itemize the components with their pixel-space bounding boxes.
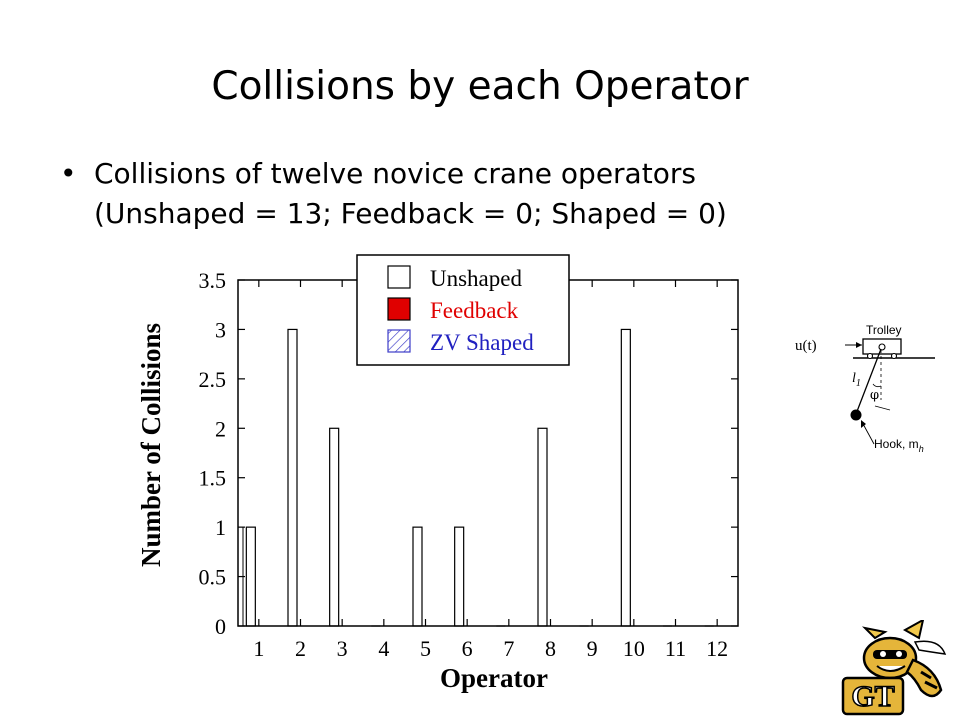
bar-unshaped <box>620 328 631 627</box>
slide-title: Collisions by each Operator <box>211 64 749 109</box>
y-tick-label: 2.5 <box>199 367 227 392</box>
bar-unshaped <box>537 427 548 627</box>
y-tick-label: 3.5 <box>199 268 227 293</box>
chart-legend: Unshaped Feedback ZV Shaped <box>356 254 570 366</box>
x-tick-label: 12 <box>706 636 728 661</box>
y-axis-label: Number of Collisions <box>136 323 166 567</box>
y-axis-ticks: 0 0.5 1 1.5 2 2.5 3 3.5 <box>199 268 738 639</box>
y-tick-label: 3 <box>215 317 226 342</box>
legend-label-feedback: Feedback <box>430 298 519 323</box>
x-tick-label: 3 <box>337 636 348 661</box>
bullet-line-1: Collisions of twelve novice crane operat… <box>94 157 696 190</box>
legend-swatch-feedback <box>387 297 411 321</box>
x-tick-label: 4 <box>378 636 389 661</box>
y-tick-label: 0.5 <box>199 565 227 590</box>
x-tick-label: 6 <box>462 636 473 661</box>
hook-arrowhead-icon <box>861 420 866 428</box>
x-tick-label: 11 <box>665 636 686 661</box>
x-tick-label: 2 <box>295 636 306 661</box>
angle-arc <box>872 383 882 388</box>
angle-arrow-icon <box>874 405 891 411</box>
y-tick-label: 2 <box>215 416 226 441</box>
legend-label-unshaped: Unshaped <box>430 266 522 291</box>
bar-unshaped <box>329 427 340 627</box>
bar-unshaped <box>454 526 465 627</box>
bar-unshaped <box>412 526 423 627</box>
hook-mass-icon <box>850 409 862 421</box>
cable-line <box>855 348 882 415</box>
x-tick-label: 7 <box>503 636 514 661</box>
legend-swatch-zv-shaped <box>387 329 411 353</box>
bullet-dot-icon: • <box>60 157 77 190</box>
x-axis-label: Operator <box>440 663 548 693</box>
pivot-icon <box>878 343 886 351</box>
legend-swatch-unshaped <box>387 265 411 289</box>
x-tick-label: 8 <box>545 636 556 661</box>
legend-label-zv-shaped: ZV Shaped <box>430 330 534 355</box>
x-tick-label: 5 <box>420 636 431 661</box>
trolley-wheel-icon <box>866 352 874 360</box>
x-tick-label: 9 <box>587 636 598 661</box>
hook-arrow-icon <box>861 421 875 445</box>
bullet-line-2: (Unshaped = 13; Feedback = 0; Shaped = 0… <box>94 197 727 230</box>
logo-letters: GT <box>851 680 894 713</box>
y-tick-label: 1.5 <box>199 466 227 491</box>
x-tick-label: 10 <box>623 636 645 661</box>
y-tick-label: 0 <box>215 614 226 639</box>
y-tick-label: 1 <box>215 515 226 540</box>
hook-label: Hook, mh <box>874 437 924 454</box>
force-arrowhead-icon <box>856 342 862 348</box>
length-label: l1 <box>852 371 861 389</box>
crane-diagram: u(t) Trolley l1 φ Hook, mh <box>795 323 935 454</box>
bar-unshaped <box>287 328 298 627</box>
yellow-jacket-logo-icon: GT <box>841 620 947 716</box>
angle-label: φ <box>870 388 879 403</box>
chart-bars <box>242 328 719 627</box>
x-tick-label: 1 <box>253 636 264 661</box>
bullet-text: Collisions of twelve novice crane operat… <box>94 154 814 234</box>
bar-unshaped <box>245 526 256 627</box>
trolley-wheel-icon <box>890 352 898 360</box>
input-label: u(t) <box>795 338 817 354</box>
trolley-label: Trolley <box>866 323 902 337</box>
